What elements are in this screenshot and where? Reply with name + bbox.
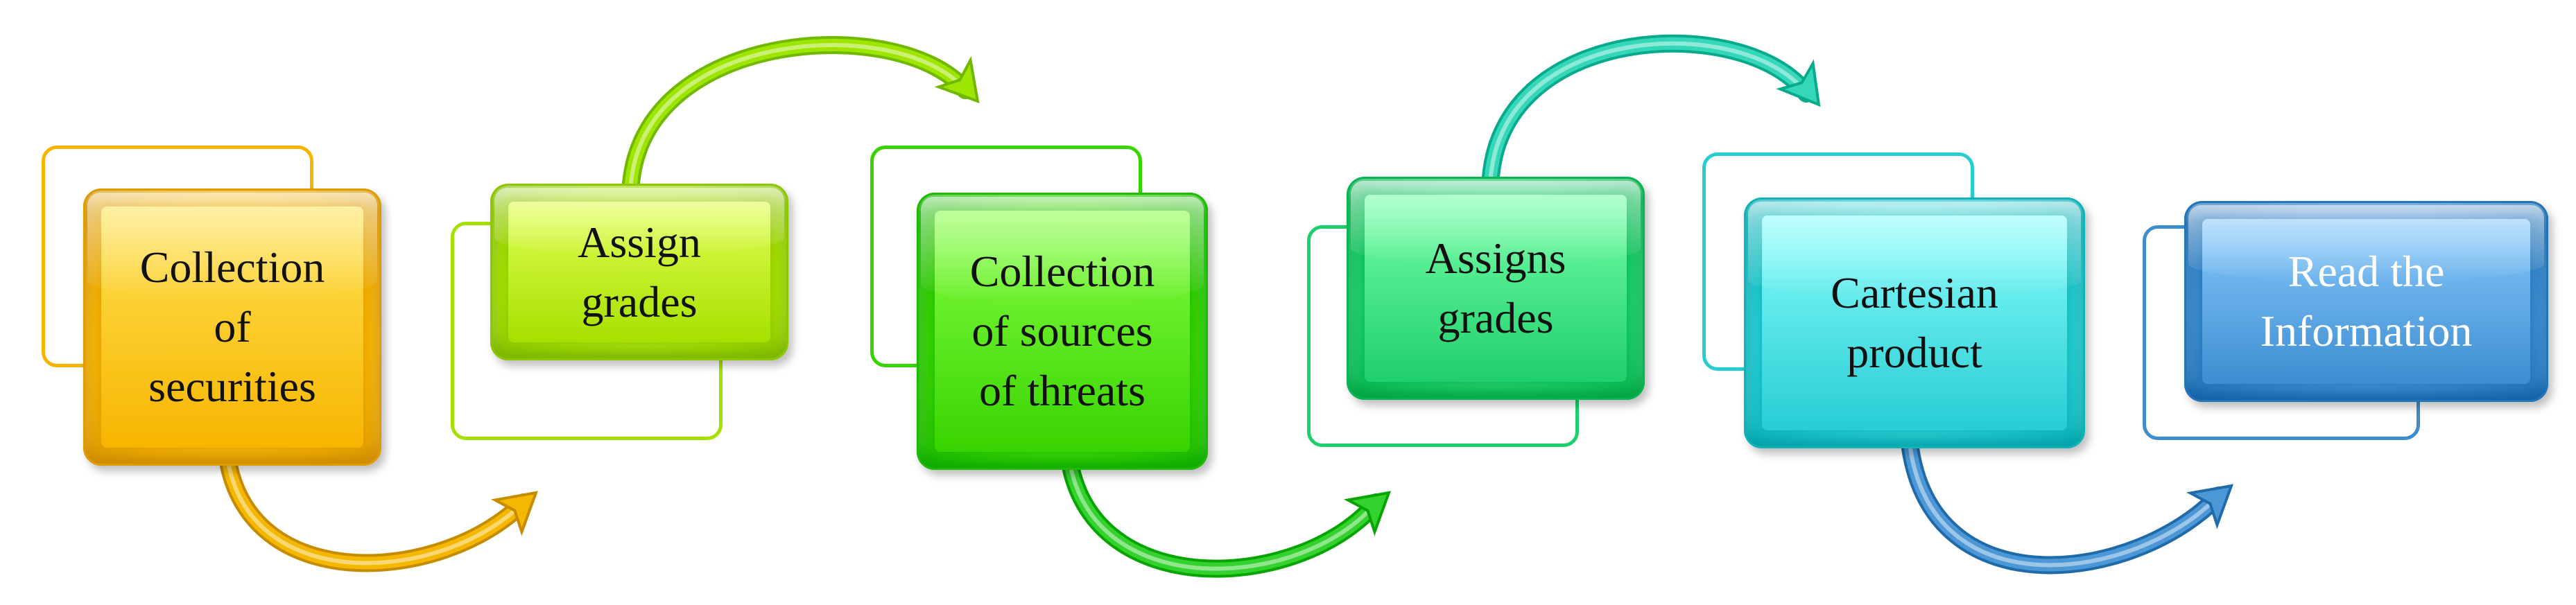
step-box: Collection of sources of threats bbox=[917, 193, 1208, 470]
step-label: Collection of securities bbox=[139, 243, 325, 411]
connector-arrow bbox=[1062, 461, 1392, 578]
step-box: Read the Information bbox=[2184, 201, 2548, 402]
step-label: Assign grades bbox=[578, 217, 701, 326]
arrowhead-icon bbox=[1343, 491, 1392, 536]
connector-arrow bbox=[622, 36, 980, 193]
step-label: Collection of sources of threats bbox=[969, 247, 1155, 415]
step-label: Assigns grades bbox=[1425, 234, 1566, 342]
step-label: Read the Information bbox=[2260, 247, 2473, 356]
step-box: Collection of securities bbox=[83, 188, 381, 466]
arrowhead-icon bbox=[490, 491, 539, 536]
connector-arrow bbox=[220, 457, 539, 572]
step-label: Cartesian product bbox=[1831, 268, 1998, 377]
connector-arrow bbox=[1901, 439, 2234, 575]
arrowhead-icon bbox=[934, 55, 980, 104]
arrowhead-icon bbox=[2186, 484, 2234, 529]
step-box: Cartesian product bbox=[1744, 198, 2085, 448]
step-box: Assign grades bbox=[490, 184, 788, 360]
step-box: Assigns grades bbox=[1347, 177, 1645, 400]
arrowhead-icon bbox=[1776, 59, 1821, 107]
connector-arrow bbox=[1482, 34, 1821, 186]
